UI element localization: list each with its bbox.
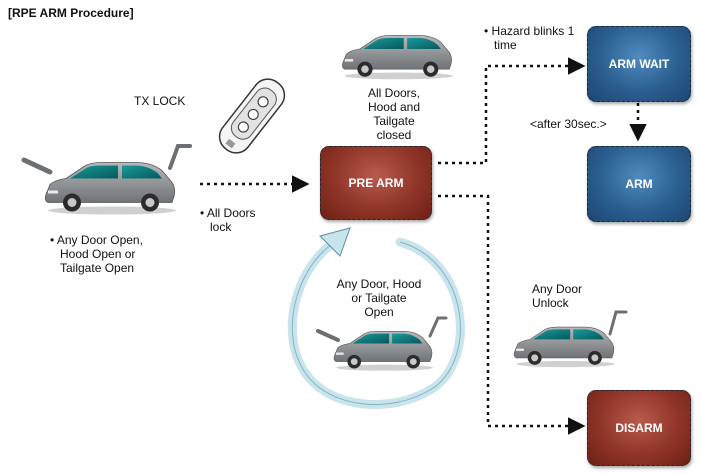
condition-line: Any Door, Hood [336,277,422,291]
car-icon [342,34,454,80]
page-title: [RPE ARM Procedure] [8,6,134,20]
pre-arm-state: PRE ARM [320,146,432,220]
condition-line: Any Door [532,282,583,296]
tx-lock-label: TX LOCK [134,94,186,108]
condition-line: time [494,38,517,52]
condition-line: Unlock [532,296,569,310]
after-30sec-label: <after 30sec.> [530,117,607,131]
loop-conditions-label: Any Door, Hood or Tailgate Open [328,277,430,319]
condition-line: • All Doors [200,206,256,220]
condition-line: Tailgate Open [60,261,135,275]
hazard-blinks-label: • Hazard blinks 1 time [484,24,574,52]
left-conditions-label: • Any Door Open, Hood Open or Tailgate O… [50,233,143,275]
key-fob-icon [218,78,286,154]
any-door-unlock-label: Any Door Unlock [532,282,582,310]
condition-line: All Doors, [367,86,420,100]
arm-state: ARM [587,146,691,222]
condition-line: or Tailgate [351,291,407,305]
closed-conditions-label: All Doors, Hood and Tailgate closed [362,86,426,142]
car-icon [513,310,628,368]
condition-line: closed [376,128,412,142]
condition-line: Hood and [367,100,421,114]
condition-line: lock [210,220,232,234]
car-icon [21,144,192,216]
disarm-state: DISARM [587,390,691,466]
loop-arrow-icon [287,227,465,409]
car-icon [316,316,448,372]
all-doors-lock-label: • All Doors lock [200,206,256,234]
condition-line: Tailgate [373,114,415,128]
arm-wait-state: ARM WAIT [587,26,691,102]
condition-line: Open [364,305,394,319]
condition-line: Hood Open or [60,247,136,261]
condition-line: • Any Door Open, [50,233,143,247]
condition-line: • Hazard blinks 1 [484,24,575,38]
flow-arrows [200,57,647,435]
